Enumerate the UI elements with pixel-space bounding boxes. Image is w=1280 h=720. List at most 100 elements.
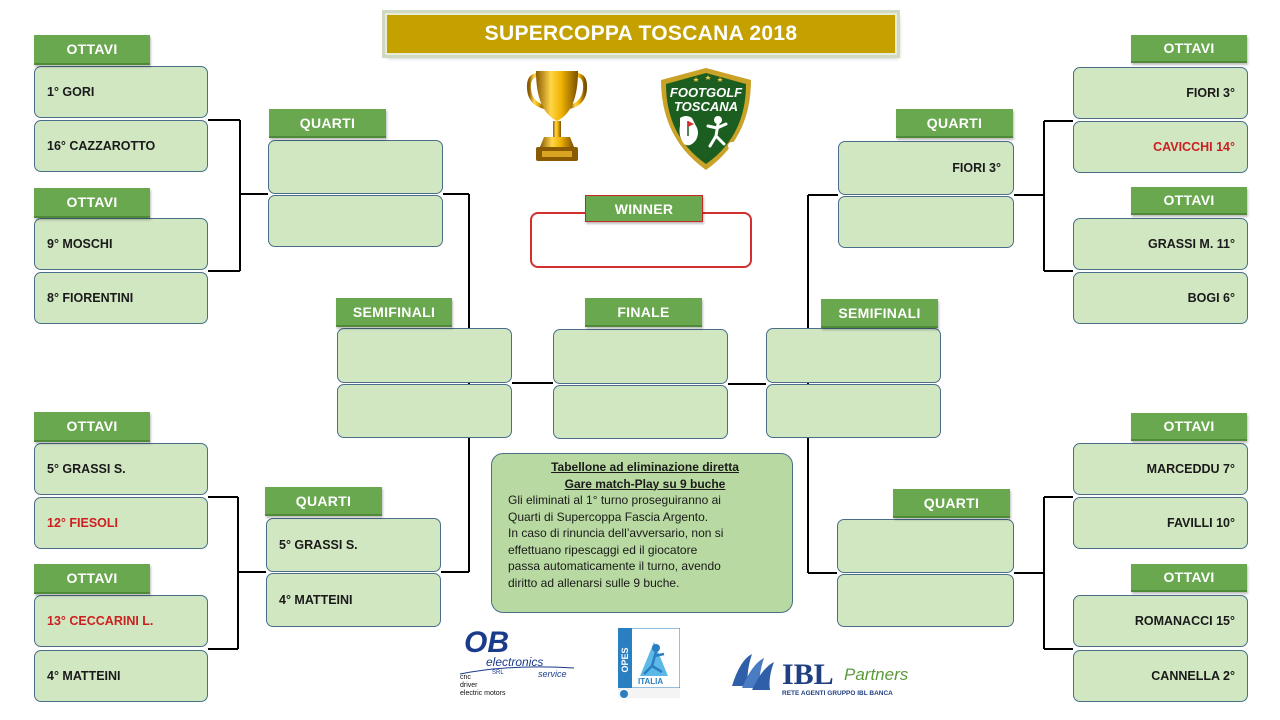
opes-italia-logo: OPES ITALIA [618, 628, 680, 698]
right-r16-slot-3: GRASSI M. 11° [1073, 218, 1248, 270]
line-r2a [1044, 496, 1073, 498]
right-qf-slot-1-label: FIORI 3° [952, 161, 1001, 175]
ibl-partners: Partners [844, 665, 909, 684]
left-qf-slot-1 [268, 140, 443, 194]
right-r16-slot-5: MARCEDDU 7° [1073, 443, 1248, 495]
line-l2v [237, 497, 239, 649]
left-r16-slot-3: 9° MOSCHI [34, 218, 208, 270]
right-r16-slot-5-label: MARCEDDU 7° [1146, 462, 1235, 476]
left-r16-slot-1-label: 1° GORI [47, 85, 95, 99]
left-sf-slot-1 [337, 328, 512, 383]
ibl-name: IBL [782, 658, 834, 691]
left-quarti-label-2: QUARTI [265, 487, 382, 516]
line-l2c [238, 571, 266, 573]
info-line-4: effettuano ripescaggi ed il giocatore [508, 542, 698, 557]
ob-item-cnc: cnc [460, 674, 471, 681]
line-r1c [1014, 194, 1044, 196]
line-r1a [1044, 120, 1073, 122]
ob-item-motors: electric motors [460, 690, 506, 697]
right-sf-slot-2 [766, 384, 941, 438]
ob-electronics-logo: OB electronics SRL service cnc driver el… [459, 626, 575, 697]
right-r16-slot-7-label: ROMANACCI 15° [1134, 614, 1235, 628]
left-r16-slot-6: 12° FIESOLI [34, 497, 208, 549]
footgolf-toscana-logo: FOOTGOLF TOSCANA [661, 68, 751, 170]
right-quarti-label-2: QUARTI [893, 489, 1010, 518]
right-ottavi-label-4: OTTAVI [1131, 564, 1247, 592]
left-qf-slot-4: 4° MATTEINI [266, 573, 441, 627]
line-r3b [808, 572, 837, 574]
opes-name: OPES [620, 647, 630, 672]
line-l3b [441, 571, 469, 573]
ob-service: service [538, 669, 567, 679]
left-ottavi-label-4: OTTAVI [34, 564, 150, 594]
footgolf-line1: FOOTGOLF [670, 85, 743, 100]
line-l3a [443, 193, 469, 195]
left-ottavi-label-1: OTTAVI [34, 35, 150, 65]
left-semifinali-label: SEMIFINALI [336, 298, 452, 327]
left-sf-slot-2 [337, 384, 512, 438]
finale-label: FINALE [585, 298, 702, 327]
left-r16-slot-8: 4° MATTEINI [34, 650, 208, 702]
left-r16-slot-3-label: 9° MOSCHI [47, 237, 113, 251]
final-slot-1 [553, 329, 728, 384]
info-line-2: Quarti di Supercoppa Fascia Argento. [508, 509, 709, 524]
info-line-5: passa automaticamente il turno, avendo [508, 559, 721, 573]
right-ottavi-label-1: OTTAVI [1131, 35, 1247, 63]
left-r16-slot-5: 5° GRASSI S. [34, 443, 208, 495]
info-panel: Tabellone ad eliminazione diretta Gare m… [491, 453, 793, 613]
ibl-partners-logo: IBL Partners RETE AGENTI GRUPPO IBL BANC… [732, 654, 909, 697]
line-r1b [1044, 270, 1073, 272]
right-sf-slot-1 [766, 328, 941, 383]
ob-name: electronics [486, 655, 543, 669]
right-ottavi-label-2: OTTAVI [1131, 187, 1247, 215]
info-heading-1: Tabellone ad eliminazione diretta [551, 460, 739, 474]
info-line-1: Gli eliminati al 1° turno proseguiranno … [508, 493, 721, 507]
right-r16-slot-8-label: CANNELLA 2° [1151, 669, 1235, 683]
left-qf-slot-3-label: 5° GRASSI S. [279, 538, 358, 552]
left-r16-slot-2: 16° CAZZAROTTO [34, 120, 208, 172]
line-l1b [208, 270, 240, 272]
footgolf-line2: TOSCANA [674, 99, 738, 114]
right-r16-slot-3-label: GRASSI M. 11° [1148, 237, 1235, 251]
right-qf-slot-4 [837, 574, 1014, 627]
info-line-3: In caso di rinuncia dell’avversario, non… [508, 526, 724, 540]
right-r16-slot-1-label: FIORI 3° [1186, 86, 1235, 100]
right-qf-slot-2 [838, 196, 1014, 248]
right-qf-slot-1: FIORI 3° [838, 141, 1014, 195]
line-l1v [239, 120, 241, 271]
right-r16-slot-8: CANNELLA 2° [1073, 650, 1248, 702]
line-r3a [808, 194, 838, 196]
trophy-icon [526, 71, 588, 161]
ob-mark: OB [464, 626, 509, 659]
right-r16-slot-4-label: BOGI 6° [1187, 291, 1235, 305]
right-r16-slot-6-label: FAVILLI 10° [1167, 516, 1235, 530]
page-title: SUPERCOPPA TOSCANA 2018 [385, 13, 897, 55]
left-r16-slot-7: 13° CECCARINI L. [34, 595, 208, 647]
line-l3v [468, 194, 470, 572]
right-quarti-label-1: QUARTI [896, 109, 1013, 138]
left-r16-slot-2-label: 16° CAZZAROTTO [47, 139, 156, 153]
left-r16-slot-4-label: 8° FIORENTINI [47, 291, 134, 305]
left-r16-slot-1: 1° GORI [34, 66, 208, 118]
right-r16-slot-7: ROMANACCI 15° [1073, 595, 1248, 647]
left-r16-slot-7-label: 13° CECCARINI L. [47, 614, 154, 628]
right-r16-slot-2: CAVICCHI 14° [1073, 121, 1248, 173]
ibl-tagline: RETE AGENTI GRUPPO IBL BANCA [782, 690, 893, 697]
line-r4 [728, 383, 766, 385]
line-r2c [1014, 572, 1044, 574]
ob-item-driver: driver [460, 682, 478, 689]
right-r16-slot-6: FAVILLI 10° [1073, 497, 1248, 549]
left-r16-slot-5-label: 5° GRASSI S. [47, 462, 126, 476]
right-r16-slot-2-label: CAVICCHI 14° [1153, 140, 1235, 154]
left-ottavi-label-2: OTTAVI [34, 188, 150, 218]
line-l2a [208, 496, 238, 498]
right-ottavi-label-3: OTTAVI [1131, 413, 1247, 441]
line-l1a [208, 119, 240, 121]
right-r16-slot-4: BOGI 6° [1073, 272, 1248, 324]
ob-srl: SRL [492, 670, 504, 676]
final-slot-2 [553, 385, 728, 439]
left-r16-slot-4: 8° FIORENTINI [34, 272, 208, 324]
left-qf-slot-3: 5° GRASSI S. [266, 518, 441, 572]
line-r1v [1043, 121, 1045, 271]
left-quarti-label-1: QUARTI [269, 109, 386, 138]
